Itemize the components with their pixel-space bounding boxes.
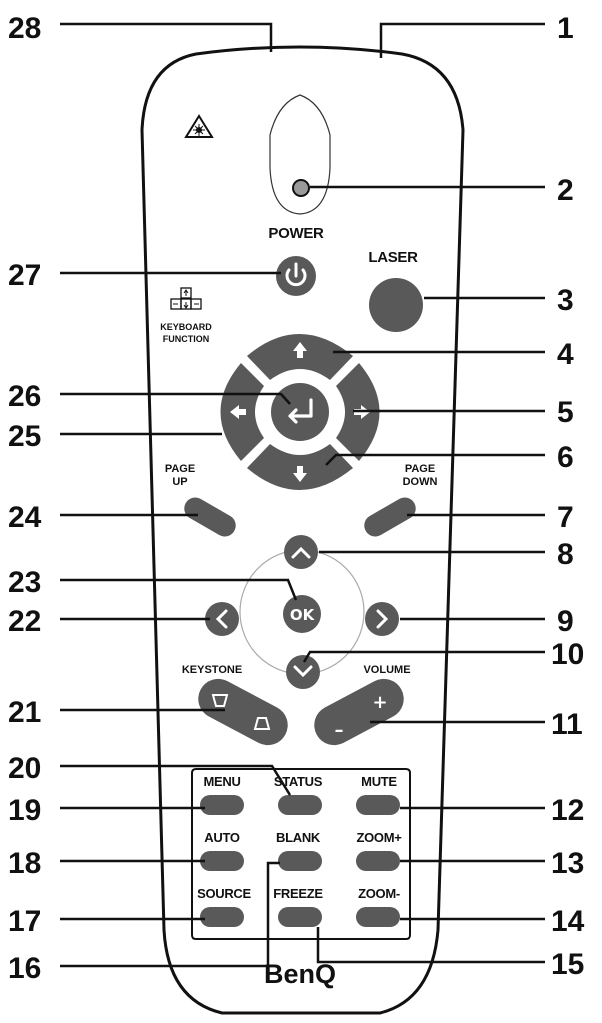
callout-21: 21 bbox=[8, 696, 41, 729]
callout-3: 3 bbox=[557, 284, 574, 317]
volume-label: VOLUME bbox=[363, 664, 410, 676]
zoom-minus-button[interactable] bbox=[356, 907, 400, 927]
freeze-label: FREEZE bbox=[273, 886, 323, 901]
callout-8: 8 bbox=[557, 538, 574, 571]
leader-23 bbox=[60, 580, 296, 600]
laser-button[interactable] bbox=[369, 278, 423, 332]
volume-button[interactable] bbox=[307, 672, 411, 752]
keyboard-label: KEYBOARD bbox=[160, 322, 212, 332]
callout-25: 25 bbox=[8, 420, 41, 453]
page-down-button[interactable] bbox=[360, 493, 419, 540]
callout-18: 18 bbox=[8, 847, 41, 880]
page-down-label-1: PAGE bbox=[405, 463, 435, 475]
callout-27: 27 bbox=[8, 259, 41, 292]
laser-warning-icon bbox=[186, 116, 212, 137]
leader-15 bbox=[318, 927, 545, 962]
laser-aperture bbox=[293, 180, 309, 196]
leader-20 bbox=[60, 766, 290, 795]
callout-23: 23 bbox=[8, 566, 41, 599]
keystone-button[interactable] bbox=[191, 672, 295, 752]
mute-button[interactable] bbox=[356, 795, 400, 815]
callout-7: 7 bbox=[557, 501, 574, 534]
volume-minus-label: – bbox=[335, 720, 344, 741]
brand-logo: BenQ bbox=[264, 959, 336, 989]
page-up-label-2: UP bbox=[172, 476, 187, 488]
volume-plus-label: + bbox=[372, 692, 387, 713]
callout-9: 9 bbox=[557, 605, 574, 638]
keyboard-keys-icon bbox=[171, 288, 201, 309]
callout-19: 19 bbox=[8, 794, 41, 827]
ok-label: OK bbox=[290, 606, 316, 624]
power-label: POWER bbox=[268, 225, 324, 242]
callout-15: 15 bbox=[551, 948, 584, 981]
callout-26: 26 bbox=[8, 380, 41, 413]
callout-12: 12 bbox=[551, 794, 584, 827]
blank-button[interactable] bbox=[278, 851, 322, 871]
zoom-plus-label: ZOOM+ bbox=[356, 830, 402, 845]
freeze-button[interactable] bbox=[278, 907, 322, 927]
leader-1 bbox=[381, 24, 545, 58]
zoom-plus-button[interactable] bbox=[356, 851, 400, 871]
callout-5: 5 bbox=[557, 396, 574, 429]
auto-button[interactable] bbox=[200, 851, 244, 871]
callout-16: 16 bbox=[8, 952, 41, 985]
leader-lines bbox=[60, 24, 545, 966]
callout-22: 22 bbox=[8, 605, 41, 638]
nav-up-button[interactable] bbox=[284, 535, 318, 569]
blank-label: BLANK bbox=[276, 830, 321, 845]
page-up-button[interactable] bbox=[180, 493, 239, 540]
callout-17: 17 bbox=[8, 905, 41, 938]
source-label: SOURCE bbox=[197, 886, 251, 901]
page-up-label-1: PAGE bbox=[165, 463, 195, 475]
leader-16 bbox=[60, 863, 280, 966]
leader-28 bbox=[60, 24, 271, 52]
enter-button[interactable] bbox=[271, 383, 329, 441]
nav-left-button[interactable] bbox=[205, 602, 239, 636]
callout-24: 24 bbox=[8, 501, 42, 534]
callout-14: 14 bbox=[551, 905, 585, 938]
callout-6: 6 bbox=[557, 441, 574, 474]
zoom-minus-label: ZOOM- bbox=[358, 886, 400, 901]
callout-1: 1 bbox=[557, 12, 574, 45]
source-button[interactable] bbox=[200, 907, 244, 927]
function-label: FUNCTION bbox=[163, 334, 210, 344]
callout-2: 2 bbox=[557, 174, 574, 207]
callout-13: 13 bbox=[551, 847, 584, 880]
nav-down-button[interactable] bbox=[286, 655, 320, 689]
mute-label: MUTE bbox=[361, 774, 397, 789]
nav-right-button[interactable] bbox=[365, 602, 399, 636]
menu-button[interactable] bbox=[200, 795, 244, 815]
callout-4: 4 bbox=[557, 338, 574, 371]
callout-11: 11 bbox=[551, 708, 583, 741]
keystone-label: KEYSTONE bbox=[182, 664, 242, 676]
laser-label: LASER bbox=[368, 249, 418, 266]
auto-label: AUTO bbox=[204, 830, 240, 845]
callout-10: 10 bbox=[551, 638, 584, 671]
page-down-label-2: DOWN bbox=[403, 476, 438, 488]
callout-28: 28 bbox=[8, 12, 41, 45]
status-button[interactable] bbox=[278, 795, 322, 815]
menu-label: MENU bbox=[203, 774, 240, 789]
callout-20: 20 bbox=[8, 752, 41, 785]
